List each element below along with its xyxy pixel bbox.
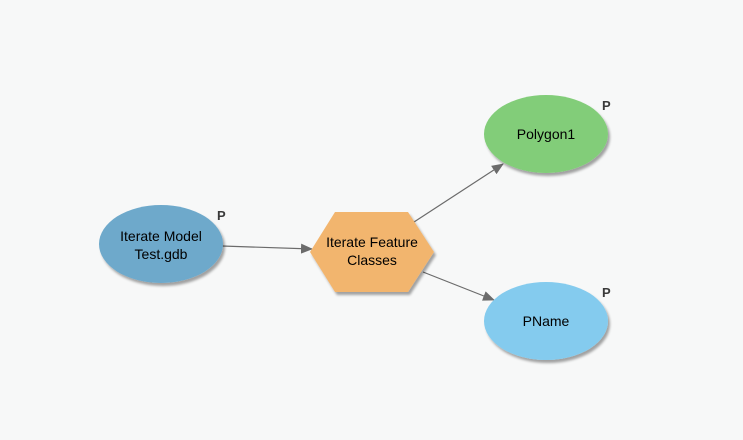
node-shape (310, 212, 434, 292)
node-label: Polygon1 (517, 126, 576, 142)
node-pname[interactable]: PName (484, 282, 608, 360)
parameter-marker-input: P (217, 208, 226, 223)
node-label-line2: Test.gdb (135, 246, 188, 262)
node-label-line1: Iterate Model (120, 228, 202, 244)
node-iterate-feature-classes[interactable]: Iterate Feature Classes (310, 212, 434, 292)
connector-iterator-to-polygon1[interactable] (413, 163, 504, 223)
parameter-marker-polygon1: P (602, 98, 611, 113)
node-shape (484, 282, 608, 360)
node-polygon1[interactable]: Polygon1 (484, 95, 608, 173)
parameter-marker-pname: P (602, 285, 611, 300)
node-iterate-model-test-gdb[interactable]: Iterate Model Test.gdb (99, 205, 223, 283)
connector-input-to-iterator[interactable] (221, 243, 313, 254)
node-label-line2: Classes (347, 252, 397, 268)
node-shape (484, 95, 608, 173)
connector-iterator-to-pname[interactable] (422, 271, 495, 301)
node-label: PName (523, 313, 570, 329)
node-label-line1: Iterate Feature (326, 234, 418, 250)
node-shape (99, 205, 223, 283)
